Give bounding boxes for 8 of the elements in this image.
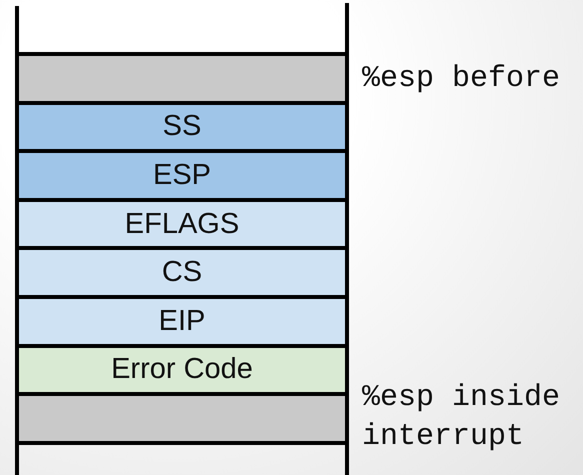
register-name: SS xyxy=(162,112,202,142)
register-name: EFLAGS xyxy=(124,210,240,239)
register-name: EIP xyxy=(158,306,206,336)
register-name: Error Code xyxy=(111,355,253,384)
register-name: CS xyxy=(162,258,202,288)
pointer-label: %esp before xyxy=(362,61,562,98)
pointer-label: %esp inside interrupt xyxy=(362,380,562,456)
register-name: ESP xyxy=(152,160,212,190)
